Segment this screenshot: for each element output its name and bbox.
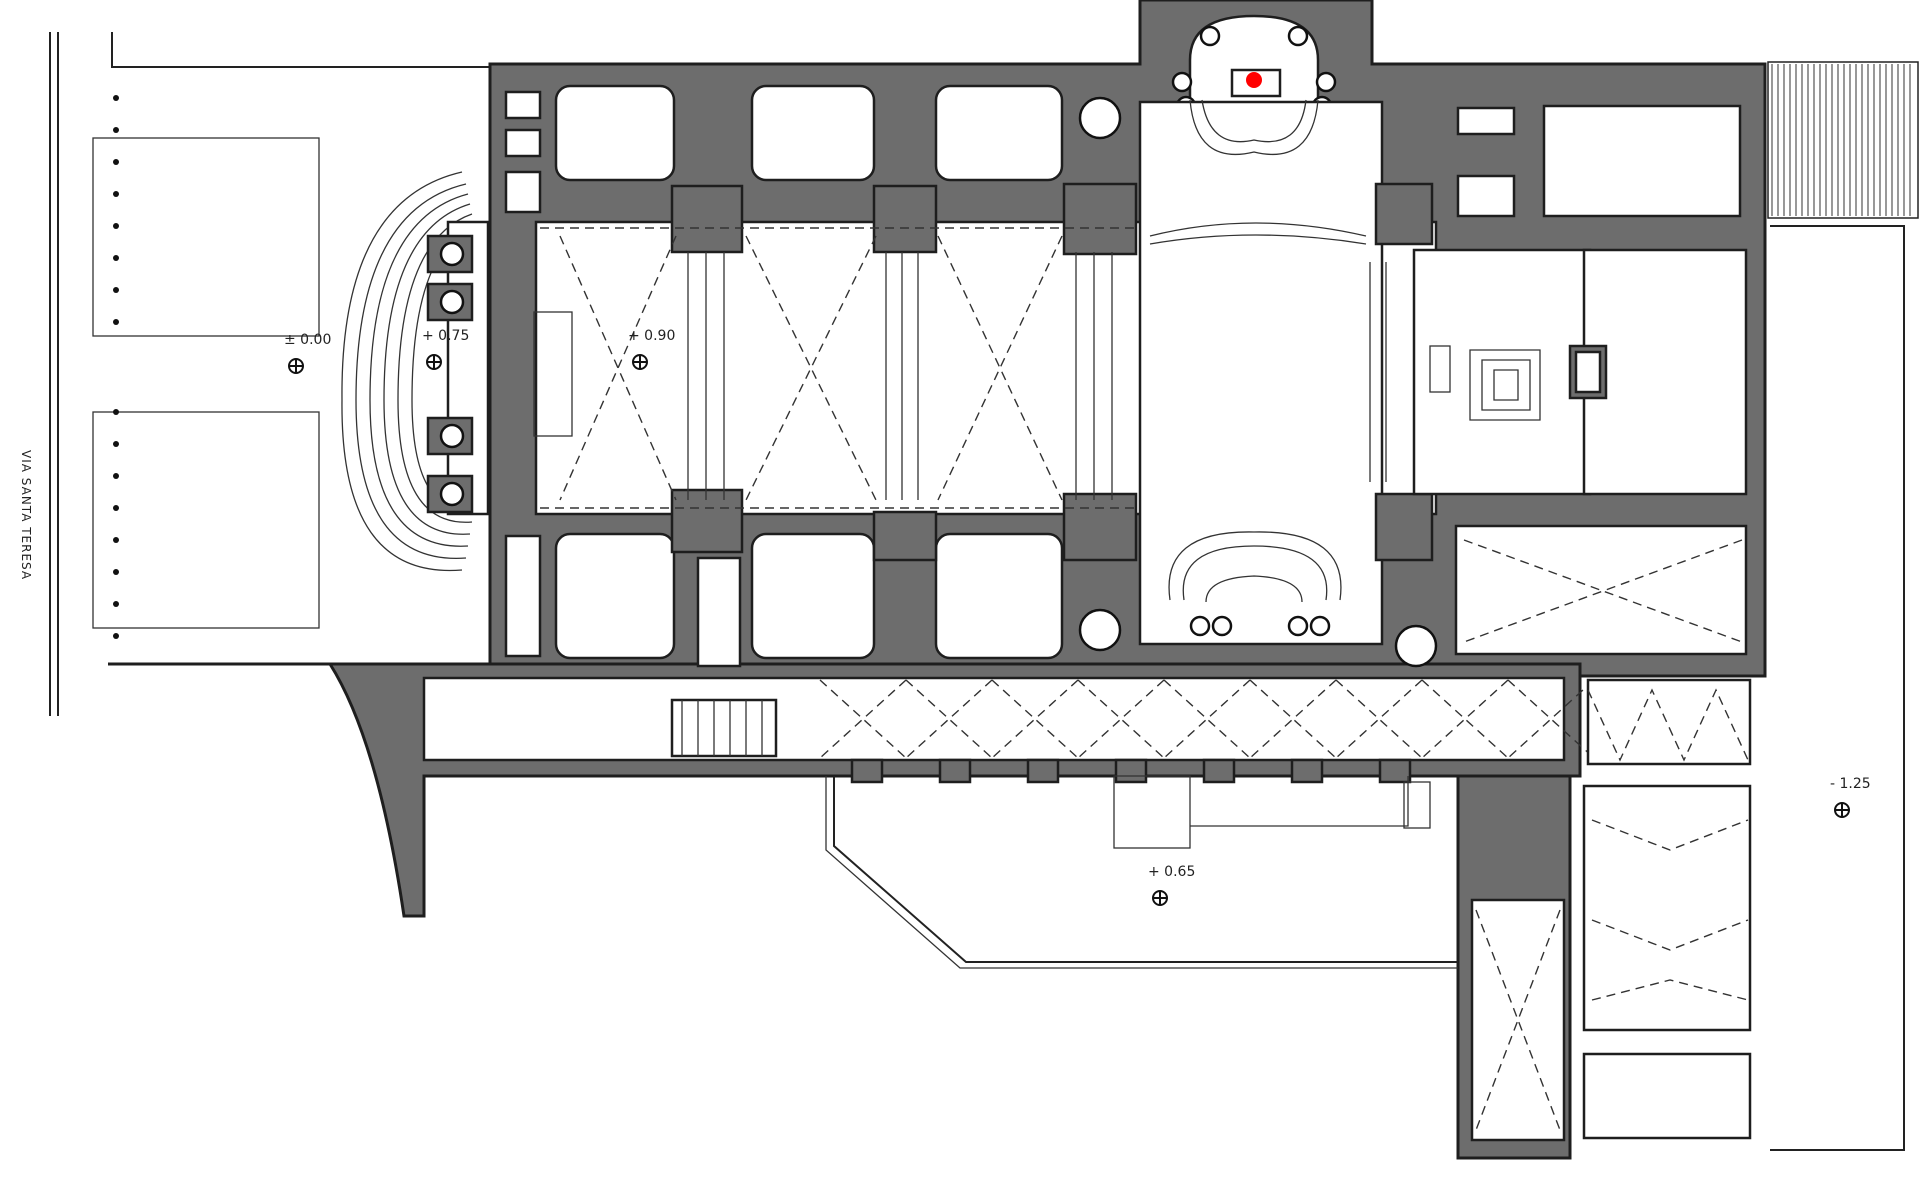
level-marker-nave: + 0.90: [628, 328, 675, 370]
north-chapels: [554, 84, 1064, 182]
bollard-row: [113, 95, 119, 639]
transept: [1138, 100, 1384, 646]
level-label: + 0.65: [1148, 864, 1195, 880]
nave-piers: [670, 182, 1434, 562]
north-altar: [1149, 99, 1367, 245]
level-marker-east: - 1.25: [1830, 776, 1871, 818]
street-name-label: VIA SANTA TERESA: [19, 450, 33, 580]
cloister-piers: [850, 758, 1412, 784]
level-marker-courtyard: + 0.65: [1148, 864, 1195, 906]
location-marker: [1246, 72, 1262, 88]
level-marker-forecourt: ± 0.00: [284, 332, 331, 374]
cloister-vaults: [819, 679, 1595, 759]
cloister-corridor: [422, 676, 1566, 762]
level-label: + 0.75: [422, 328, 469, 344]
level-label: ± 0.00: [284, 332, 331, 348]
apse: [1171, 14, 1337, 117]
level-label: + 0.90: [628, 328, 675, 344]
east-terrace: [1767, 61, 1919, 1151]
nave-vaults: [533, 227, 1387, 509]
south-altar: [1168, 531, 1342, 637]
street: VIA SANTA TERESA: [19, 32, 59, 716]
southeast-wing: [1470, 678, 1752, 1142]
portico: [426, 220, 490, 516]
east-rooms: [1412, 104, 1748, 656]
level-marker-portico: + 0.75: [422, 328, 469, 370]
south-chapels: [554, 532, 1064, 660]
spiral-stairs: [1078, 96, 1438, 668]
level-markers: ± 0.00 + 0.75 + 0.90 + 0.65 - 1.25: [284, 328, 1871, 906]
level-label: - 1.25: [1830, 776, 1871, 792]
courtyard: [825, 775, 1458, 969]
forecourt: [92, 32, 490, 639]
corridor-stairs: [670, 556, 778, 758]
